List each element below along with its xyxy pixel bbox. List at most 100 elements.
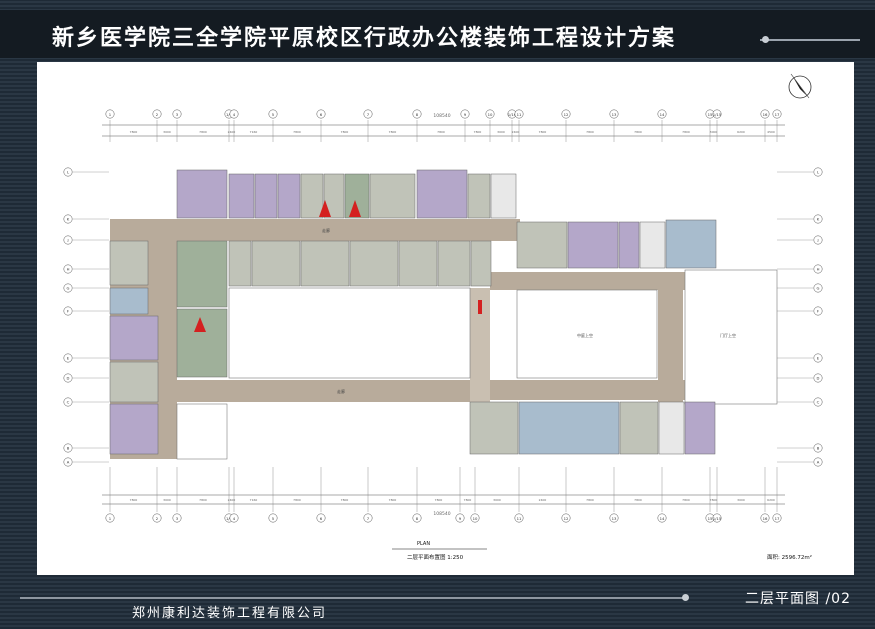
- company-name: 郑州康利达装饰工程有限公司: [132, 606, 328, 621]
- spacing-label-top: 7800: [437, 130, 445, 134]
- hall-label: 门厅上空: [720, 332, 736, 338]
- spacing-label-bottom: 7800: [389, 498, 397, 502]
- grid-label-bottom: 12: [564, 516, 569, 521]
- grid-label-top: 8: [416, 112, 419, 117]
- grid-row-label: E: [67, 356, 70, 361]
- spacing-label-bottom: 7800: [586, 498, 594, 502]
- grid-label-bottom: 11: [517, 516, 522, 521]
- grid-label-top: 15: [708, 112, 713, 117]
- grid-label-top: 6: [320, 112, 323, 117]
- spacing-label-top: 7800: [293, 130, 301, 134]
- grid-row-label: D: [67, 376, 70, 381]
- grid-row-label: J: [816, 238, 818, 243]
- grid-label-bottom: 10: [473, 516, 478, 521]
- corridor-label: 走廊: [322, 227, 330, 233]
- spacing-label-top: 7800: [474, 130, 482, 134]
- spacing-label-bottom: 3000: [737, 498, 745, 502]
- grid-row-label: G: [67, 286, 70, 291]
- grid-label-bottom: 3: [176, 516, 179, 521]
- grid-axis-bottom: 1780023000378001/42400471605780067800778…: [102, 467, 785, 523]
- spacing-label-top: 2400: [228, 130, 236, 134]
- grid-row-label: C: [817, 400, 820, 405]
- spacing-label-top: 7160: [250, 130, 258, 134]
- spacing-label-bottom: 3000: [163, 498, 171, 502]
- corridor-label-south: 走廊: [337, 388, 345, 394]
- sheet-label: 二层平面图 /02: [745, 591, 851, 607]
- grid-label-bottom: 14: [660, 516, 665, 521]
- footer-divider-dot: [682, 594, 689, 601]
- grid-row-label: C: [67, 400, 70, 405]
- grid-label-top: 10: [488, 112, 493, 117]
- grid-label-top: 4: [233, 112, 236, 117]
- spacing-label-bottom: 2400: [228, 498, 236, 502]
- grid-row-label: D: [817, 376, 820, 381]
- corridor-north: [110, 219, 520, 241]
- grid-row-label: K: [67, 217, 70, 222]
- grid-row-label: L: [67, 170, 70, 175]
- grid-row-label: F: [67, 309, 69, 314]
- spacing-label-top: 2400: [512, 130, 520, 134]
- spacing-label-top: 3000: [497, 130, 505, 134]
- grid-row-label: F: [817, 309, 819, 314]
- grid-label-top: 7: [367, 112, 370, 117]
- grid-label-top: 17: [775, 112, 780, 117]
- grid-label-top: 3: [176, 112, 179, 117]
- grid-label-top: 1: [109, 112, 112, 117]
- spacing-label-bottom: 7800: [634, 498, 642, 502]
- grid-row-label: A: [67, 460, 70, 465]
- grid-label-bottom: 7: [367, 516, 370, 521]
- spacing-label-bottom: 7160: [250, 498, 258, 502]
- grid-row-label: B: [817, 446, 820, 451]
- corridor-south: [177, 380, 470, 402]
- grid-label-top: 9: [464, 112, 467, 117]
- spacing-label-bottom: 2400: [539, 498, 547, 502]
- courtyard: [228, 287, 471, 379]
- grid-row-label: J: [66, 238, 68, 243]
- header-band: [0, 10, 875, 58]
- spacing-label-top: 3000: [710, 130, 718, 134]
- grid-label-top: 11: [517, 112, 522, 117]
- grid-label-top: 5: [272, 112, 275, 117]
- area-label: 面积: 2596.72m²: [767, 554, 812, 561]
- grid-label-bottom: 1/4: [226, 516, 233, 521]
- floor-plan[interactable]: 1780023000378001/42400471605780067800778…: [37, 62, 854, 575]
- spacing-label-top: 3000: [163, 130, 171, 134]
- spacing-label-top: 7800: [199, 130, 207, 134]
- grid-label-bottom: 1/15: [713, 516, 722, 521]
- footer-divider: [20, 597, 685, 599]
- spacing-label-bottom: 7800: [682, 498, 690, 502]
- spacing-label-bottom: 7800: [293, 498, 301, 502]
- building-plan: 走廊 走廊 中庭上空 门厅上空: [109, 169, 778, 460]
- spacing-label-top: 7800: [682, 130, 690, 134]
- grid-row-label: B: [67, 446, 70, 451]
- spacing-label-bottom: 7800: [710, 498, 718, 502]
- title-divider: [760, 39, 860, 41]
- grid-row-label: A: [817, 460, 820, 465]
- total-dimension-bottom: 108540: [433, 511, 450, 517]
- grid-label-top: 1/15: [713, 112, 722, 117]
- grid-label-bottom: 9: [459, 516, 462, 521]
- grid-label-top: 1/4: [226, 112, 233, 117]
- grid-axis-top: 1780023000378001/42400471605780067800778…: [102, 109, 785, 142]
- spacing-label-top: 7800: [539, 130, 547, 134]
- grid-row-label: G: [817, 286, 820, 291]
- spacing-label-top: 7800: [586, 130, 594, 134]
- grid-label-top: 1/10: [508, 112, 517, 117]
- grid-label-top: 13: [612, 112, 617, 117]
- grid-label-bottom: 2: [156, 516, 159, 521]
- page-title: 新乡医学院三全学院平原校区行政办公楼装饰工程设计方案: [52, 26, 677, 51]
- total-dimension-top: 108540: [433, 113, 450, 119]
- title-divider-dot: [762, 36, 769, 43]
- spacing-label-top: 7800: [634, 130, 642, 134]
- spacing-label-bottom: 7800: [130, 498, 138, 502]
- atrium-void: [516, 289, 658, 379]
- spacing-label-top: 7800: [341, 130, 349, 134]
- grid-row-label: K: [817, 217, 820, 222]
- grid-row-label: E: [817, 356, 820, 361]
- grid-row-label: L: [817, 170, 820, 175]
- plan-caption-en: PLAN: [417, 541, 430, 547]
- atrium-label: 中庭上空: [577, 332, 593, 338]
